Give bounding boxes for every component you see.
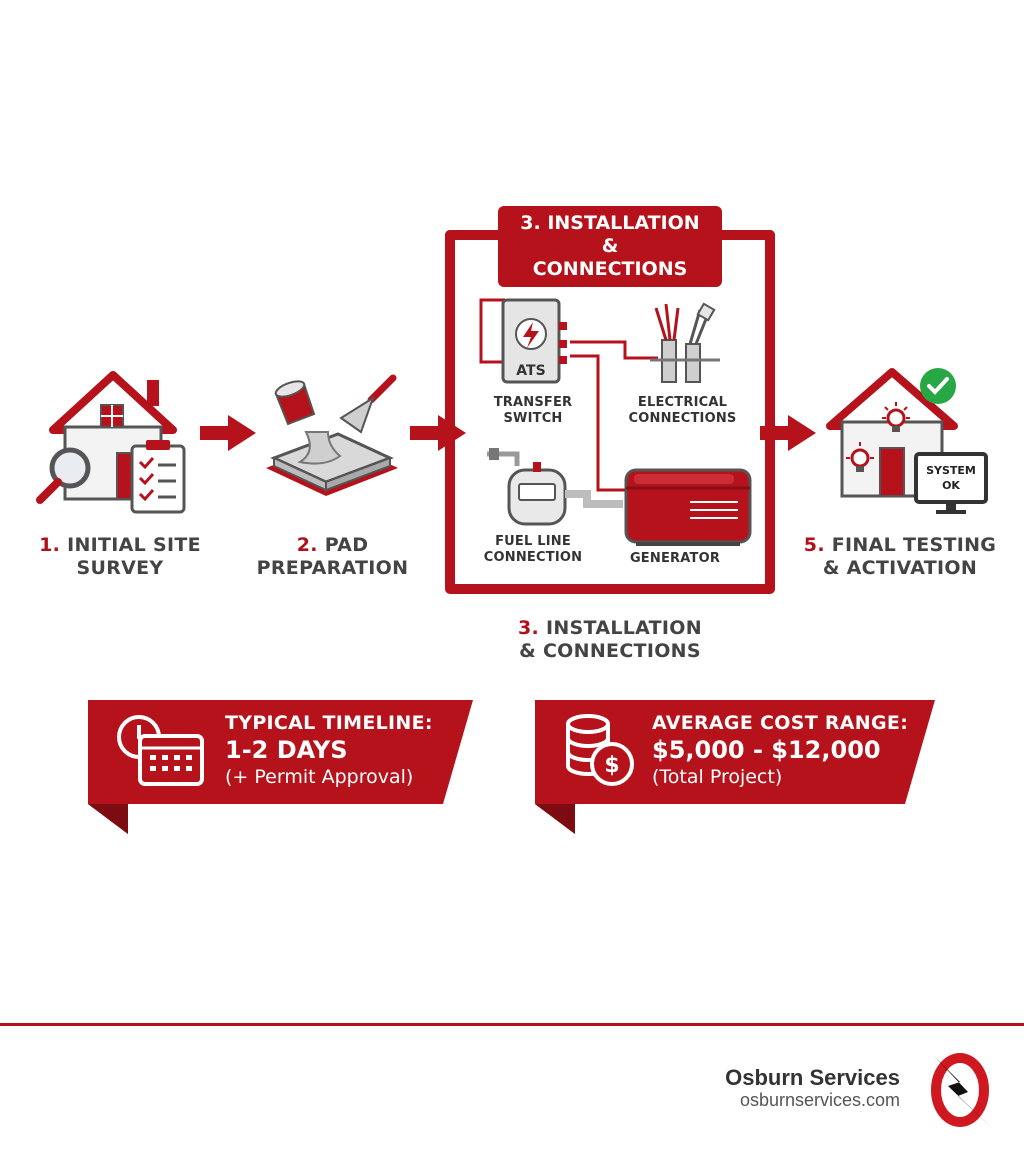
installation-banner-line1: 3. INSTALLATION & xyxy=(520,212,700,257)
ats-panel-icon: ATS xyxy=(479,298,567,384)
osburn-logo-icon xyxy=(931,1053,994,1130)
pipe-frame-right xyxy=(765,230,775,592)
gas-meter-icon xyxy=(487,448,623,526)
concrete-pad-icon xyxy=(266,431,398,496)
footer-divider xyxy=(0,1023,1024,1026)
cost-banner-shape xyxy=(535,700,935,834)
step-2-line1: PAD xyxy=(324,534,369,556)
step-5-label: 5. FINAL TESTING & ACTIVATION xyxy=(800,534,1000,580)
step-1-line1: INITIAL SITE xyxy=(67,534,201,556)
monitor-line2: OK xyxy=(942,479,960,492)
timeline-note: (+ Permit Approval) xyxy=(225,766,414,788)
magnifier-icon xyxy=(36,447,91,504)
pipe-frame-bottom xyxy=(445,584,775,594)
trowel-icon xyxy=(339,374,397,434)
arrow-right-icon xyxy=(410,415,466,451)
dollar-icon: $ xyxy=(590,742,634,786)
svg-text:$: $ xyxy=(604,753,619,778)
step-2-label: 2. PAD PREPARATION xyxy=(250,534,415,580)
ats-text: ATS xyxy=(516,363,545,379)
arrow-right-icon xyxy=(760,415,816,451)
timeline-banner-shape xyxy=(88,700,473,834)
step-1-label: 1. INITIAL SITE SURVEY xyxy=(30,534,210,580)
generator-text: GENERATOR xyxy=(629,551,721,566)
electrical-line2: CONNECTIONS xyxy=(628,411,737,426)
calendar-icon xyxy=(138,734,204,786)
step-2-number: 2. xyxy=(296,534,318,556)
step-1-number: 1. xyxy=(39,534,61,556)
brand-name: Osburn Services xyxy=(725,1065,900,1090)
brand-url: osburnservices.com xyxy=(739,1090,900,1110)
pipe-frame-top-left xyxy=(445,230,505,240)
fuel-line-line2: CONNECTION xyxy=(483,550,583,565)
fuel-line-line1: FUEL LINE xyxy=(495,534,571,549)
generator-label: GENERATOR xyxy=(625,551,725,567)
monitor-icon: SYSTEM OK xyxy=(914,452,988,514)
cables-icon xyxy=(650,302,720,383)
transfer-switch-line2: SWITCH xyxy=(503,411,563,426)
fuel-line-connection-label: FUEL LINE CONNECTION xyxy=(478,534,588,566)
electrical-connections-label: ELECTRICAL CONNECTIONS xyxy=(625,395,740,427)
electrical-line1: ELECTRICAL xyxy=(637,395,728,410)
cost-title: AVERAGE COST RANGE: xyxy=(652,712,909,734)
coins-icon xyxy=(566,714,610,776)
step-3-line2: & CONNECTIONS xyxy=(519,640,701,662)
cost-value: $5,000 - $12,000 xyxy=(652,736,881,764)
lightbulb-icon xyxy=(882,402,910,432)
timeline-value: 1-2 DAYS xyxy=(225,736,348,764)
pipe-frame-left xyxy=(445,230,455,592)
installation-banner-line2: CONNECTIONS xyxy=(532,258,688,280)
timeline-title: TYPICAL TIMELINE: xyxy=(225,712,433,734)
generator-icon xyxy=(624,468,752,546)
step-5-line2: & ACTIVATION xyxy=(822,557,978,579)
pipe-frame-top-right xyxy=(715,230,775,240)
clipboard-icon xyxy=(130,440,186,514)
monitor-line1: SYSTEM xyxy=(926,464,976,477)
step-5-line1: FINAL TESTING xyxy=(831,534,997,556)
cost-note: (Total Project) xyxy=(652,766,783,788)
paint-bucket-icon xyxy=(274,380,316,426)
checkmark-icon xyxy=(920,368,956,404)
cost-info: AVERAGE COST RANGE: $5,000 - $12,000 (To… xyxy=(652,712,922,789)
step-5-number: 5. xyxy=(803,534,825,556)
step-3-number: 3. xyxy=(518,617,540,639)
timeline-info: TYPICAL TIMELINE: 1-2 DAYS (+ Permit App… xyxy=(225,712,465,789)
wire-connection xyxy=(570,340,658,360)
step-1-line2: SURVEY xyxy=(76,557,164,579)
transfer-switch-label: TRANSFER SWITCH xyxy=(478,395,588,427)
step-3-label: 3. INSTALLATION & CONNECTIONS xyxy=(500,617,720,663)
lightbulb-icon xyxy=(846,442,874,472)
installation-banner: 3. INSTALLATION & CONNECTIONS xyxy=(498,206,722,287)
wire-to-generator xyxy=(570,354,630,492)
transfer-switch-line1: TRANSFER xyxy=(493,395,573,410)
arrow-right-icon xyxy=(200,415,256,451)
step-2-line2: PREPARATION xyxy=(256,557,409,579)
step-3-line1: INSTALLATION xyxy=(545,617,702,639)
